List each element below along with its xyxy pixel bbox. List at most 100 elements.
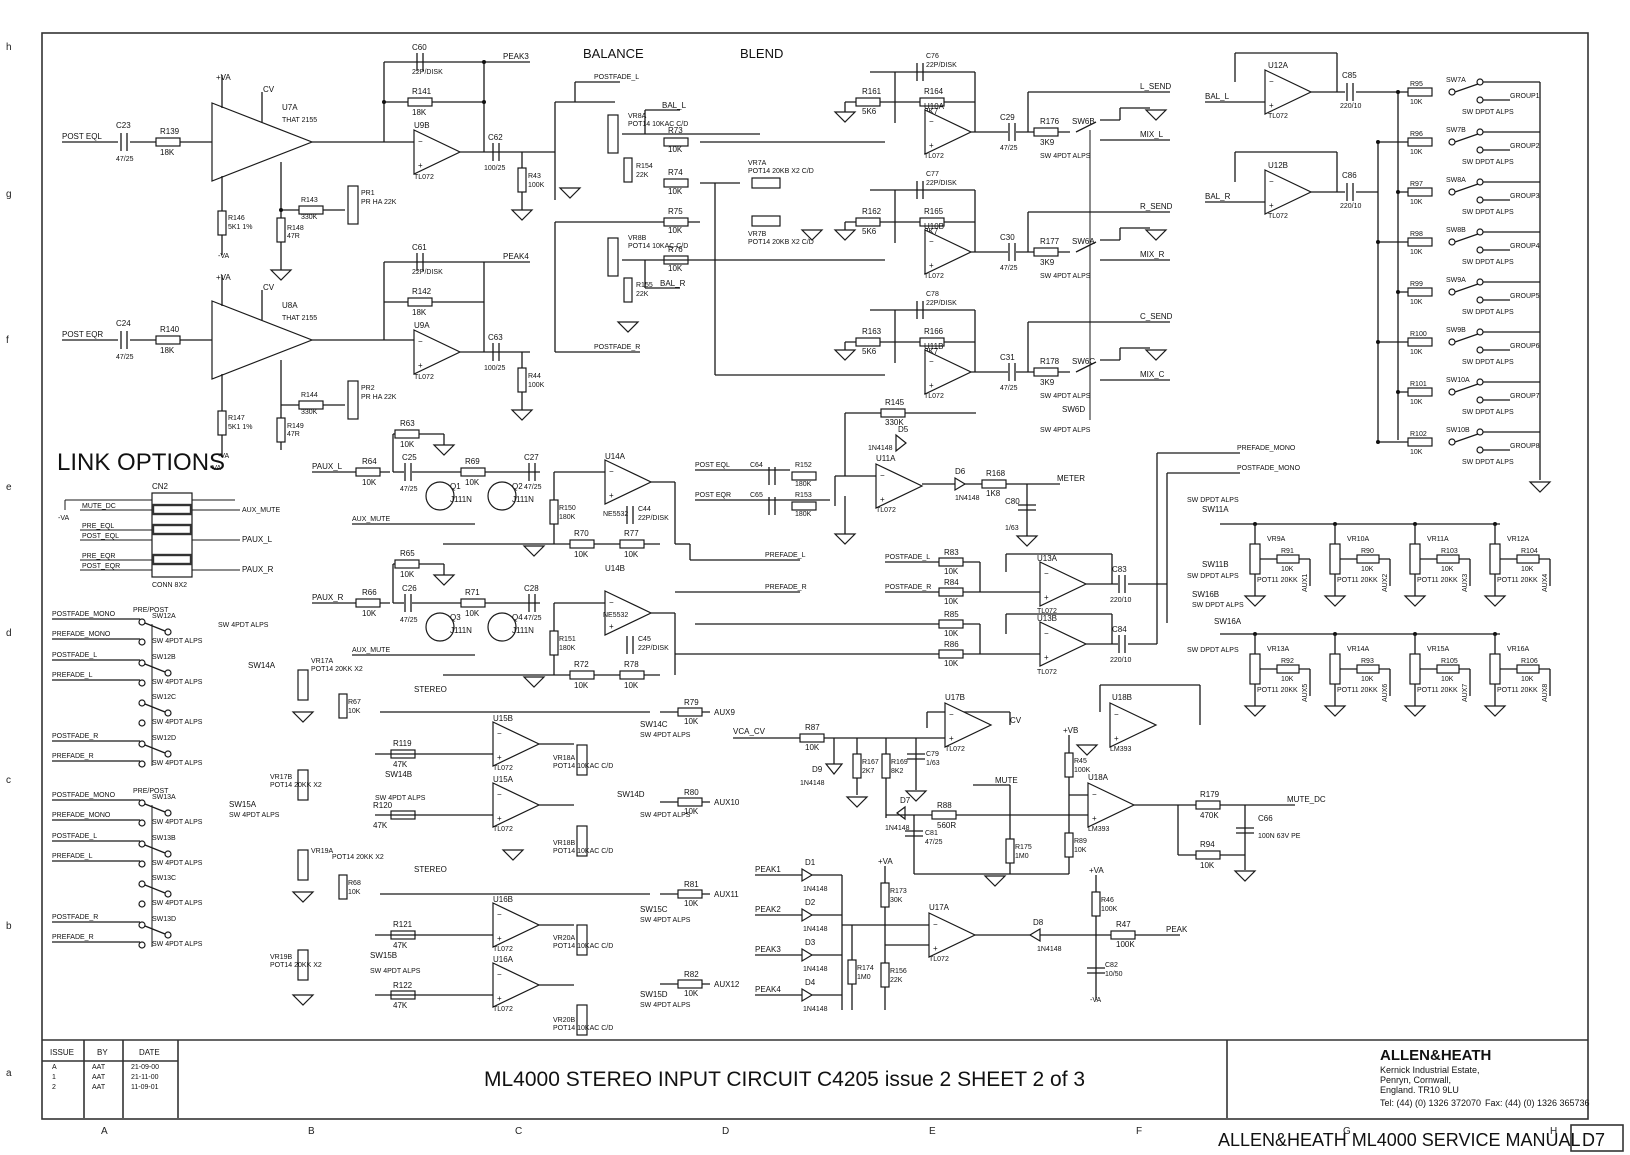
r177-ref: R177 xyxy=(1040,237,1060,246)
c28-value: 47/25 xyxy=(524,615,542,622)
c31-value: 47/25 xyxy=(1000,385,1018,392)
u14a-ref: U14A xyxy=(605,452,626,461)
rev-header-date: DATE xyxy=(139,1048,160,1057)
net-label: POSTFADE_L xyxy=(885,554,930,561)
r162-value: 5K6 xyxy=(862,227,877,236)
r151-value: 180K xyxy=(559,645,576,652)
supply-label: -VA xyxy=(58,515,69,522)
r152-ref: R152 xyxy=(795,462,812,469)
link-jumper xyxy=(151,553,193,566)
selector-input-label: POSTFADE_R xyxy=(52,914,98,921)
switch-arm xyxy=(1454,133,1479,143)
u13a-part: TL072 xyxy=(1037,608,1057,615)
sw6b-type: SW 4PDT ALPS xyxy=(1040,153,1091,160)
c60-ref: C60 xyxy=(412,43,427,52)
selector-input-label: PREFADE_MONO xyxy=(52,631,111,638)
supply-label: -VA xyxy=(218,453,229,460)
switch-contact xyxy=(1448,288,1456,296)
c60-value: 22P/DISK xyxy=(412,69,443,76)
u16a-part: TL072 xyxy=(493,1006,513,1013)
switch-arm xyxy=(1454,383,1479,393)
r87-ref: R87 xyxy=(805,723,820,732)
page-id-box xyxy=(1570,1124,1624,1152)
selector-input-label: POSTFADE_MONO xyxy=(52,792,116,799)
r75-ref: R75 xyxy=(668,207,683,216)
net-label: PREFADE_L xyxy=(765,552,806,559)
row-marker: c xyxy=(6,775,11,786)
supply-label: +VA xyxy=(878,857,893,866)
d7-ref: D7 xyxy=(900,796,911,805)
cn2-label: PRE_EQL xyxy=(82,523,114,530)
switch-contact xyxy=(1476,428,1484,436)
r165-ref: R165 xyxy=(924,207,944,216)
switch-contact xyxy=(138,760,146,768)
switch-contact xyxy=(164,628,172,636)
c27-ref: C27 xyxy=(524,453,539,462)
group-routing: BAL_L U12A TL072 C85 220/10 BAL_R U12B T… xyxy=(1205,52,1551,493)
switch-contact xyxy=(138,679,146,687)
r89-value: 10K xyxy=(1074,847,1087,854)
sw14d-type: SW 4PDT ALPS xyxy=(640,812,691,819)
r142-ref: R142 xyxy=(412,287,432,296)
send-amps: C76 22P/DISK R161 5K6 R164 2K7 U10A TL07… xyxy=(834,53,1173,434)
r139-ref: R139 xyxy=(160,127,180,136)
vr8a-ref: VR8A xyxy=(628,113,647,120)
aux-output-label: AUX6 xyxy=(1382,684,1389,702)
r73-ref: R73 xyxy=(668,126,683,135)
r148-ref: R148 xyxy=(287,225,304,232)
u18a-part: LM393 xyxy=(1088,826,1110,833)
d4-ref: D4 xyxy=(805,978,816,987)
sw14d-ref: SW14D xyxy=(617,790,645,799)
vr8a-pot xyxy=(607,114,619,154)
r140-value: 18K xyxy=(160,346,175,355)
u9b-part: TL072 xyxy=(414,174,434,181)
c84-ref: C84 xyxy=(1112,625,1127,634)
c26-ref: C26 xyxy=(402,584,417,593)
d3-diode xyxy=(801,947,814,963)
u7a-part: THAT 2155 xyxy=(282,117,317,124)
net-label: POSTFADE_MONO xyxy=(1237,465,1301,472)
r75-value: 10K xyxy=(668,226,683,235)
switch-contact xyxy=(1476,296,1484,304)
aux-resistor-value: 10K xyxy=(1281,676,1294,683)
aux-pot-ref: VR14A xyxy=(1347,646,1370,653)
junction xyxy=(1396,290,1400,294)
company-address-line: England. TR10 9LU xyxy=(1380,1085,1459,1095)
rev-cell: 21-11-00 xyxy=(131,1074,159,1081)
u17b-part: TL072 xyxy=(945,746,965,753)
d3-ref: D3 xyxy=(805,938,816,947)
r76-ref: R76 xyxy=(668,245,683,254)
c66-ref: C66 xyxy=(1258,814,1273,823)
net-label: AUX9 xyxy=(714,708,735,717)
net-label: AUX_MUTE xyxy=(352,647,390,654)
r152-value: 180K xyxy=(795,481,812,488)
u14b-part: NE5532 xyxy=(603,612,628,619)
group-label: GROUP5 xyxy=(1510,293,1540,300)
switch-contact xyxy=(1476,196,1484,204)
vr18a-ref: VR18A xyxy=(553,755,576,762)
group-resistor xyxy=(1407,287,1433,297)
net-label: BAL_R xyxy=(1205,192,1231,201)
c29-value: 47/25 xyxy=(1000,145,1018,152)
vr17a-pot xyxy=(297,669,309,701)
sw6a-type: SW 4PDT ALPS xyxy=(1040,273,1091,280)
aux-resistor xyxy=(1276,664,1300,674)
aux-pot-value: POT11 20KK xyxy=(1417,577,1458,584)
d7-diode xyxy=(896,805,906,821)
c78-ref: C78 xyxy=(926,291,939,298)
sw6c-type: SW 4PDT ALPS xyxy=(1040,393,1091,400)
d5-part: 1N4148 xyxy=(868,445,893,452)
c81-ref: C81 xyxy=(925,830,938,837)
d8-diode xyxy=(1028,927,1041,943)
c80-value: 1/63 xyxy=(1005,525,1019,532)
c80-ref: C80 xyxy=(1005,497,1020,506)
selector-input-label: POSTFADE_L xyxy=(52,833,97,840)
aux-resistor-value: 10K xyxy=(1361,566,1374,573)
r72-ref: R72 xyxy=(574,660,589,669)
net-label: PEAK3 xyxy=(755,945,781,954)
switch-contact xyxy=(1476,178,1484,186)
c84-value: 220/10 xyxy=(1110,657,1132,664)
aux-pot-ref: VR16A xyxy=(1507,646,1530,653)
u8a-part: THAT 2155 xyxy=(282,315,317,322)
c45-value: 22P/DISK xyxy=(638,645,669,652)
